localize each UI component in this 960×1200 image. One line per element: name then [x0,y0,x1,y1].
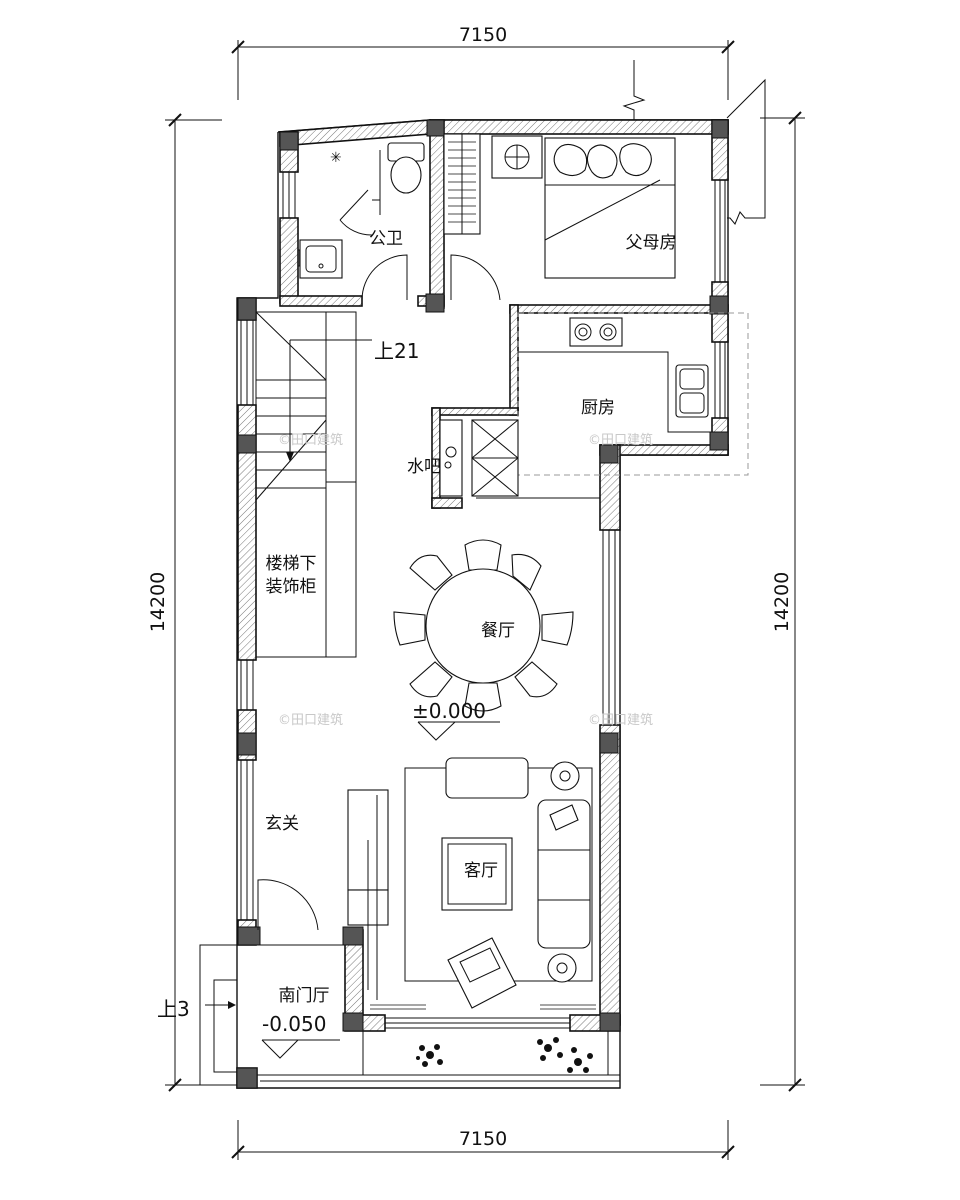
dimension-bottom: 7150 [231,1120,735,1160]
label-water-bar: 水吧 [407,457,441,477]
label-under-stair-1: 楼梯下 [266,554,317,574]
windows [240,172,726,1029]
dimension-right-label: 14200 [771,572,793,632]
dimension-left: 14200 [147,113,222,1092]
entrance [199,944,621,1088]
dimension-bottom-label: 7150 [459,1128,507,1150]
dining-set [393,539,574,712]
columns [236,119,729,1089]
entry-level-label: -0.050 [262,1012,326,1036]
bathroom-fixtures: ✳ [299,142,425,279]
label-south-hall: 南门厅 [279,986,330,1006]
label-dining: 餐厅 [481,621,515,641]
shower-icon: ✳ [330,150,342,166]
label-kitchen: 厨房 [581,398,615,418]
stair-up-label: 上21 [374,339,419,363]
label-parents-room: 父母房 [626,233,677,253]
label-bathroom: 公卫 [369,229,403,249]
entry-step-label: 上3 [157,997,190,1021]
kitchen-fixtures [517,312,749,476]
staircase [255,311,372,658]
label-foyer: 玄关 [265,814,299,834]
watermark: ©田口建筑 [588,432,653,448]
floor-level-label: ±0.000 [412,699,486,723]
dimension-top-label: 7150 [459,24,507,46]
label-living: 客厅 [464,861,498,881]
watermark: ©田口建筑 [278,712,343,728]
dimension-top: 7150 [231,24,735,100]
watermark: ©田口建筑 [588,712,653,728]
watermark: ©田口建筑 [278,432,343,448]
dimension-left-label: 14200 [147,572,169,632]
break-line [622,60,766,225]
dimension-right: 14200 [760,111,805,1092]
label-under-stair-2: 装饰柜 [266,577,317,597]
water-bar [439,419,600,499]
wardrobe [443,133,481,235]
living-set [347,757,593,1009]
level-symbols [205,721,500,1059]
radiators [370,1004,596,1010]
doors [257,254,501,931]
plants [416,1037,593,1073]
bed [491,135,676,279]
